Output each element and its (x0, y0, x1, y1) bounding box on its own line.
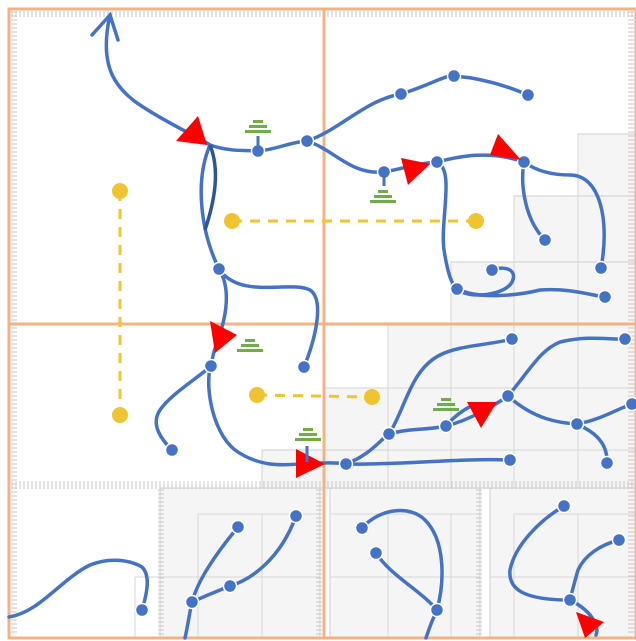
major-grid (7, 7, 636, 640)
link-endpoints (112, 183, 484, 423)
stack-marker (433, 398, 459, 411)
dark-path-segment (203, 144, 218, 231)
direction-arrows (176, 116, 604, 638)
stack-marker (245, 120, 271, 133)
stack-marker (370, 190, 396, 203)
stack-marker (295, 428, 321, 441)
ruler-ticks (11, 11, 634, 635)
stack-markers (237, 120, 459, 441)
shaded-tiles (159, 133, 636, 639)
path-nodes (134, 68, 636, 618)
stack-marker (237, 339, 263, 352)
link-lines (118, 191, 476, 415)
stack-stems (256, 136, 386, 462)
